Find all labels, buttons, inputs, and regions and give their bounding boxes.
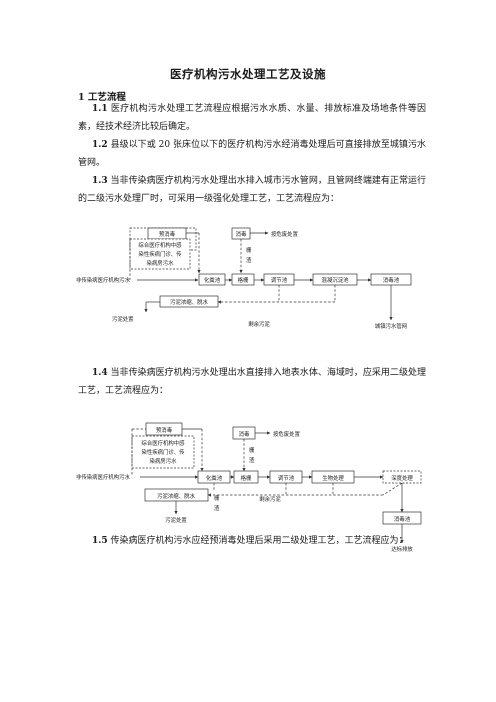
hazard-label: 按危废处置 (271, 230, 299, 238)
paragraph-1-2: 1.2 县级以下或 20 张床位以下的医疗机构污水经消毒处理后可直接排放至城镇污… (78, 136, 426, 172)
screen-waste-1: 栅 (246, 246, 252, 254)
disinfect-label: 消毒 (239, 430, 250, 438)
grille-label: 格栅 (238, 276, 249, 284)
septic-label: 化粪池 (206, 474, 223, 482)
predisinfect-label: 预消毒 (159, 230, 176, 238)
combined-label-line3: 染病房污水 (150, 457, 178, 465)
septic-label: 化粪池 (204, 276, 221, 284)
section-heading: 1 工艺流程 (78, 92, 126, 103)
paragraph-text: 传染病医疗机构污水应经预消毒处理后采用二级处理工艺，工艺流程应为： (110, 536, 408, 546)
paragraph-text: 医疗机构污水处理工艺流程应根据污水水质、水量、排放标准及场地条件等因素，经技术经… (78, 104, 426, 132)
combined-label-line2: 染性疾病门诊、传 (141, 448, 185, 456)
sludge-disposal-label: 污泥处置 (112, 315, 134, 323)
sludge-box-label: 污泥浓缩、脱水 (157, 492, 195, 500)
screen-waste-top-2: 渣 (249, 456, 255, 464)
paragraph-number: 1.2 (92, 140, 108, 150)
combined-label-line3: 染病房污水 (147, 259, 175, 267)
combined-label-line1: 综合医疗机构中感 (141, 439, 185, 447)
regulating-label: 调节池 (278, 474, 295, 482)
paragraph-1-5: 1.5 传染病医疗机构污水应经预消毒处理后采用二级处理工艺，工艺流程应为： (78, 532, 426, 550)
discharge-label: 达标排放 (391, 545, 413, 553)
residual-label: 剩余污泥 (259, 495, 281, 503)
city-pipe-label: 城镇污水管网 (375, 322, 407, 330)
combined-label-line1: 综合医疗机构中感 (138, 241, 182, 249)
sludge-disposal-label: 污泥处置 (165, 516, 187, 524)
coag-label: 混凝沉淀池 (322, 276, 350, 284)
sludge-box-label: 污泥浓缩、脱水 (170, 298, 208, 306)
screen-waste-bottom-1: 栅 (214, 494, 220, 502)
paragraph-number: 1.4 (92, 368, 108, 378)
screen-waste-top-1: 栅 (249, 446, 255, 454)
paragraph-1-1: 1.1 医疗机构污水处理工艺流程应根据污水水质、水量、排放标准及场地条件等因素，… (78, 100, 426, 136)
disinfect-tank-label: 消毒池 (394, 515, 411, 523)
screen-waste-2: 渣 (246, 256, 252, 264)
paragraph-text: 当非传染病医疗机构污水处理出水直接排入地表水体、海域时，应采用二级处理工艺，工艺… (78, 368, 426, 396)
page-title: 医疗机构污水处理工艺及设施 (170, 67, 326, 81)
deep-label: 深度处理 (391, 474, 413, 482)
predisinfect-label: 预消毒 (156, 426, 173, 434)
hazard-label: 按危废处置 (273, 430, 301, 438)
paragraph-number: 1.3 (92, 176, 108, 186)
bio-label: 生物处理 (322, 474, 344, 482)
residual-label: 剩余污泥 (248, 320, 270, 328)
disinfect-label: 消毒 (236, 230, 247, 238)
paragraph-number: 1.1 (92, 104, 108, 114)
combined-label-line2: 染性疾病门诊、传 (138, 250, 182, 258)
paragraph-text: 当非传染病医疗机构污水处理出水排入城市污水管网，且管网终端建有正常运行的二级污水… (78, 176, 426, 204)
disinfect-tank-label: 消毒池 (383, 276, 400, 284)
paragraph-number: 1.5 (92, 536, 108, 546)
regulating-label: 调节池 (271, 276, 288, 284)
inflow-label: 非传染病医疗机构污水 (76, 473, 131, 481)
screen-waste-bottom-2: 渣 (214, 504, 220, 512)
paragraph-1-3: 1.3 当非传染病医疗机构污水处理出水排入城市污水管网，且管网终端建有正常运行的… (78, 172, 426, 208)
inflow-label: 非传染病医疗机构污水 (76, 276, 131, 284)
paragraph-1-4: 1.4 当非传染病医疗机构污水处理出水直接排入地表水体、海域时，应采用二级处理工… (78, 364, 426, 400)
paragraph-text: 县级以下或 20 张床位以下的医疗机构污水经消毒处理后可直接排放至城镇污水管网。 (78, 140, 426, 168)
grille-label: 格栅 (241, 474, 252, 482)
